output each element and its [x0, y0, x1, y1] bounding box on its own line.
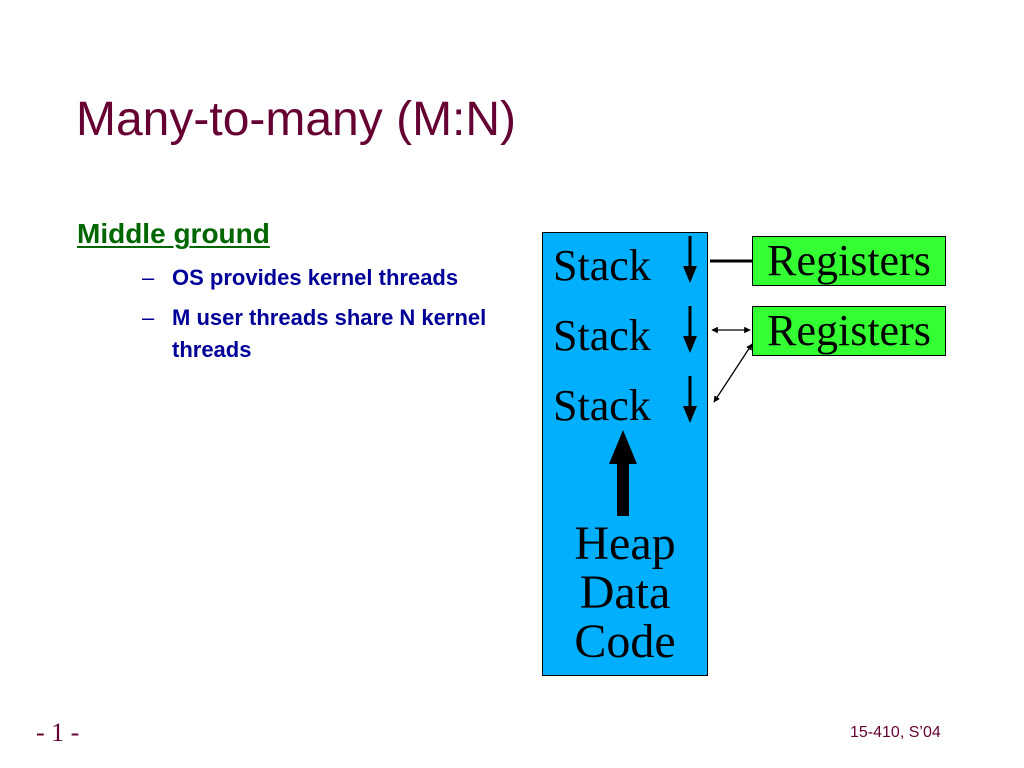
bullet-item: – OS provides kernel threads: [142, 262, 502, 294]
stack-growth-arrow-icon: [683, 236, 697, 283]
stack-registers-diagonal-arrow: [713, 343, 753, 403]
code-label: Code: [574, 615, 676, 668]
stack-growth-arrow-icon: [683, 376, 697, 423]
heap-growth-arrow-icon: [609, 430, 637, 516]
bullet-item: – M user threads share N kernel threads: [142, 302, 502, 366]
bullet-text: M user threads share N kernel threads: [172, 305, 487, 362]
section-heading: Middle ground: [77, 218, 270, 249]
registers-box-1: Registers: [752, 236, 946, 286]
bullet-list: – OS provides kernel threads – M user th…: [142, 262, 502, 374]
bullet-marker: –: [142, 265, 155, 290]
course-label: 15-410, S’04: [850, 724, 941, 741]
stack-label-3: Stack: [553, 381, 651, 430]
heap-label: Heap: [574, 517, 676, 570]
stack-label-1: Stack: [553, 241, 651, 290]
stack-growth-arrow-icon: [683, 306, 697, 353]
stack-label-2: Stack: [553, 311, 651, 360]
registers-box-2: Registers: [752, 306, 946, 356]
bullet-text: OS provides kernel threads: [172, 265, 459, 290]
bullet-marker: –: [142, 305, 155, 330]
slide-title: Many-to-many (M:N): [76, 93, 517, 146]
page-number: - 1 -: [36, 718, 80, 747]
data-label: Data: [579, 566, 671, 619]
